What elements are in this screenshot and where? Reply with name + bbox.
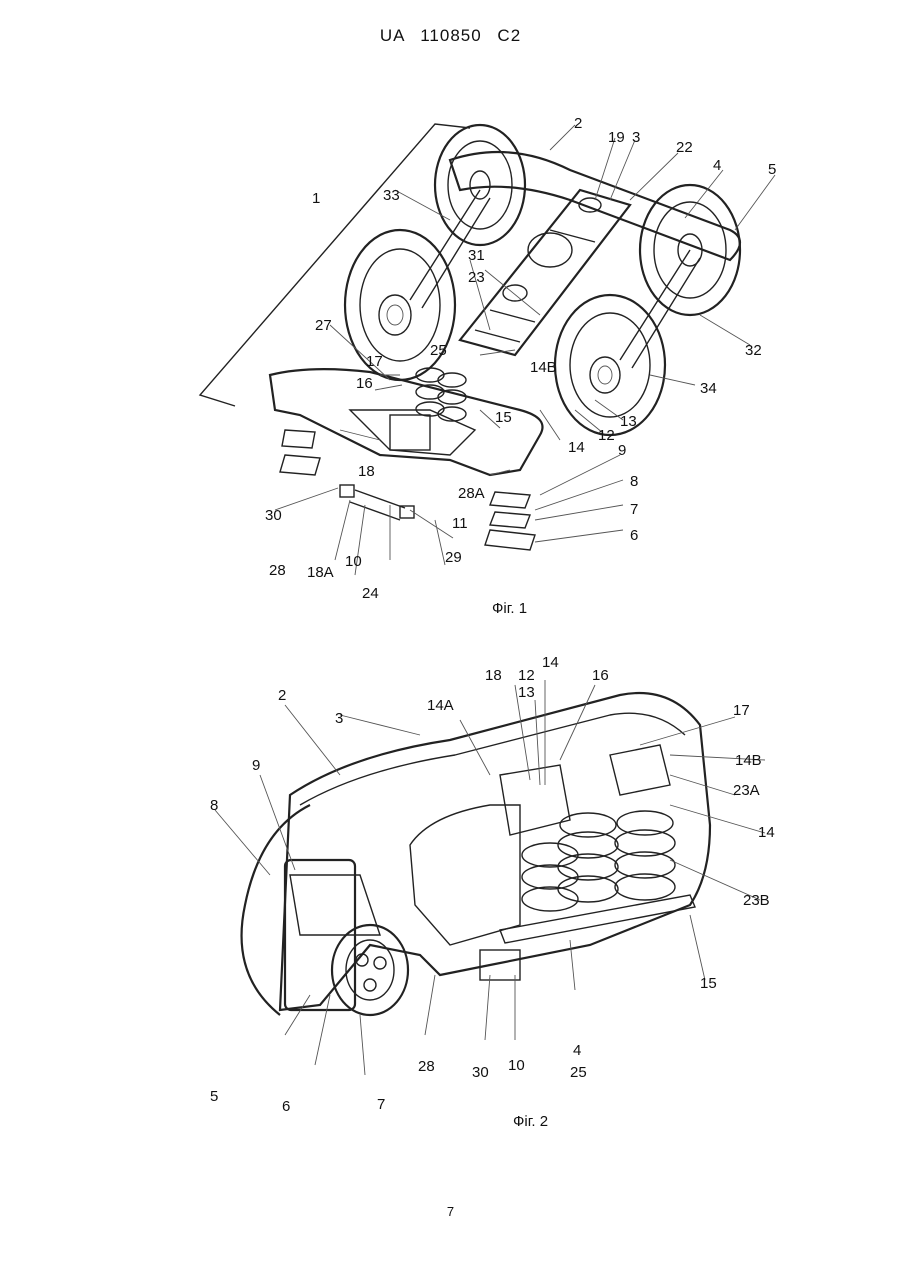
fig1-label-33: 33 — [383, 187, 400, 204]
fig1-label-12: 12 — [598, 427, 615, 444]
fig1-label-19: 19 — [608, 129, 625, 146]
fig2-label-3: 3 — [335, 710, 343, 727]
fig2-label-7: 7 — [377, 1096, 385, 1113]
fig1-label-11: 11 — [452, 515, 468, 532]
fig2-label-14B: 14B — [735, 752, 762, 769]
fig2-label-13: 13 — [518, 684, 535, 701]
fig1-label-8: 8 — [630, 473, 638, 490]
fig1-label-30: 30 — [265, 507, 282, 524]
fig2-label-15: 15 — [700, 975, 717, 992]
fig2-label-8: 8 — [210, 797, 218, 814]
fig1-label-16: 16 — [356, 375, 373, 392]
fig1-label-14B: 14B — [530, 359, 557, 376]
fig1-label-17: 17 — [366, 353, 383, 370]
fig2-label-2: 2 — [278, 687, 286, 704]
fig1-label-5: 5 — [768, 161, 776, 178]
fig1-label-6: 6 — [630, 527, 638, 544]
fig1-label-9: 9 — [618, 442, 626, 459]
fig1-label-28: 28 — [269, 562, 286, 579]
fig1-label-10: 10 — [345, 553, 362, 570]
fig1-label-25: 25 — [430, 342, 447, 359]
figure-2-caption: Фіг. 2 — [513, 1113, 548, 1130]
fig2-label-14: 14 — [542, 654, 559, 671]
fig1-label-27: 27 — [315, 317, 332, 334]
figure-1-caption: Фіг. 1 — [492, 600, 527, 617]
fig1-label-34: 34 — [700, 380, 717, 397]
fig1-label-18A: 18A — [307, 564, 334, 581]
fig2-label-28: 28 — [418, 1058, 435, 1075]
fig2-label-17: 17 — [733, 702, 750, 719]
fig1-label-2: 2 — [574, 115, 582, 132]
fig2-label-23A: 23A — [733, 782, 760, 799]
fig2-label-5: 5 — [210, 1088, 218, 1105]
fig1-label-15: 15 — [495, 409, 512, 426]
fig1-label-7: 7 — [630, 501, 638, 518]
fig2-label-4: 4 — [573, 1042, 581, 1059]
fig1-label-31: 31 — [468, 247, 485, 264]
fig2-label-10: 10 — [508, 1057, 525, 1074]
fig1-label-28A: 28A — [458, 485, 485, 502]
fig2-label-14-right: 14 — [758, 824, 775, 841]
fig1-label-1: 1 — [312, 190, 320, 207]
wheel-back-left — [435, 125, 525, 245]
patent-number-header: UA 110850 C2 — [0, 26, 901, 46]
fig2-label-6: 6 — [282, 1098, 290, 1115]
fig1-label-14: 14 — [568, 439, 585, 456]
fig1-label-22: 22 — [676, 139, 693, 156]
fig2-label-25: 25 — [570, 1064, 587, 1081]
bearing — [332, 925, 408, 1015]
fig2-label-16: 16 — [592, 667, 609, 684]
fig2-label-30: 30 — [472, 1064, 489, 1081]
fig1-label-18: 18 — [358, 463, 375, 480]
fig2-label-14A: 14A — [427, 697, 454, 714]
figure-1-bogie-exploded-view: 1 2 19 3 22 4 5 33 31 23 27 32 25 14B 17… — [190, 110, 790, 610]
fig2-label-9: 9 — [252, 757, 260, 774]
fig1-label-4: 4 — [713, 157, 721, 174]
fig1-label-24: 24 — [362, 585, 379, 602]
fig2-label-23B: 23B — [743, 892, 770, 909]
fig1-label-32: 32 — [745, 342, 762, 359]
fig2-label-18: 18 — [485, 667, 502, 684]
fig1-label-29: 29 — [445, 549, 462, 566]
fig2-label-12: 12 — [518, 667, 535, 684]
fig1-label-3: 3 — [632, 129, 640, 146]
figure-2-side-frame-cutaway: 18 12 14 13 16 2 3 14A 17 9 14B 8 23A 14… — [190, 645, 790, 1115]
fig1-label-23: 23 — [468, 269, 485, 286]
page-number: 7 — [0, 1204, 901, 1219]
fig1-label-13: 13 — [620, 413, 637, 430]
